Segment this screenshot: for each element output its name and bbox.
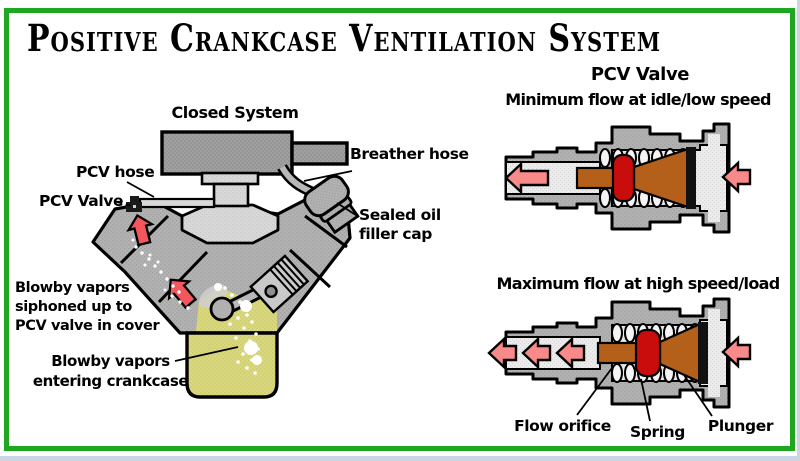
screen-edge-bottom (0, 456, 800, 461)
air-cleaner (160, 130, 294, 176)
cap-notch-bottom-min (708, 210, 720, 222)
cap-notch-top-max (708, 309, 720, 321)
engine-leader-lines (116, 170, 360, 362)
breather-hose-label: Breather hose (350, 145, 469, 163)
flow-arrow-in-min (721, 160, 752, 194)
pcv-valve-maximum-diagram (487, 297, 752, 422)
green-border-frame (4, 8, 795, 451)
pcv-hose-label: PCV hose (76, 163, 155, 181)
pcv-hose-pipe (138, 197, 216, 209)
pcv-valve-heading: PCV Valve (590, 64, 690, 85)
plunger-label: Plunger (707, 417, 774, 435)
blowby-arrow-upper (126, 213, 155, 247)
plunger-plate-max (698, 322, 708, 384)
plunger-stem-min (575, 166, 619, 190)
engine-diagram (91, 130, 360, 399)
screen-edge-right (797, 0, 800, 461)
maximum-flow-caption: Maximum flow at high speed/load (496, 274, 781, 293)
pcv-valve-label: PCV Valve (39, 192, 124, 210)
carburetor-body (212, 182, 250, 208)
flow-orifice-label: Flow orifice (514, 417, 611, 435)
piston (249, 254, 310, 314)
minimum-flow-caption: Minimum flow at idle/low speed (505, 90, 771, 109)
pcv-valve-minimum-diagram (504, 122, 752, 234)
flow-orifice-ring-max (634, 328, 662, 378)
flow-arrow-out-max-1 (487, 336, 518, 370)
blowby-siphoned-label: Blowby vapors siphoned up to PCV valve i… (15, 280, 160, 334)
blowby-arrow-lower (167, 278, 198, 310)
carburetor-flange (200, 171, 260, 186)
plunger-plate-min (686, 147, 696, 209)
closed-system-caption: Closed System (171, 103, 299, 122)
flow-arrow-out-min (504, 161, 550, 195)
valve-outlet-passage-max (505, 336, 601, 370)
page-title: Positive Crankcase Ventilation System (27, 17, 662, 61)
flow-arrow-in-max (721, 335, 752, 369)
cap-notch-top-min (708, 134, 720, 146)
crank-journal (209, 296, 235, 322)
flow-arrow-out-max-2 (521, 336, 552, 370)
spring-label: Spring (630, 423, 685, 441)
breather-hose-pipe (290, 141, 349, 166)
blowby-entering-label: Blowby vapors entering crankcase (32, 352, 189, 391)
sealed-oil-filler-cap-label: Sealed oil filler cap (359, 206, 441, 243)
plunger-stem-max (596, 341, 642, 365)
intake-manifold (180, 203, 280, 245)
pcv-valve-part (126, 196, 142, 212)
cap-notch-bottom-max (708, 385, 720, 397)
vapor-speckles (131, 238, 262, 375)
valve-leader-lines (576, 367, 713, 422)
flow-orifice-ring-min (611, 153, 636, 203)
flow-arrow-out-max-3 (555, 336, 586, 370)
